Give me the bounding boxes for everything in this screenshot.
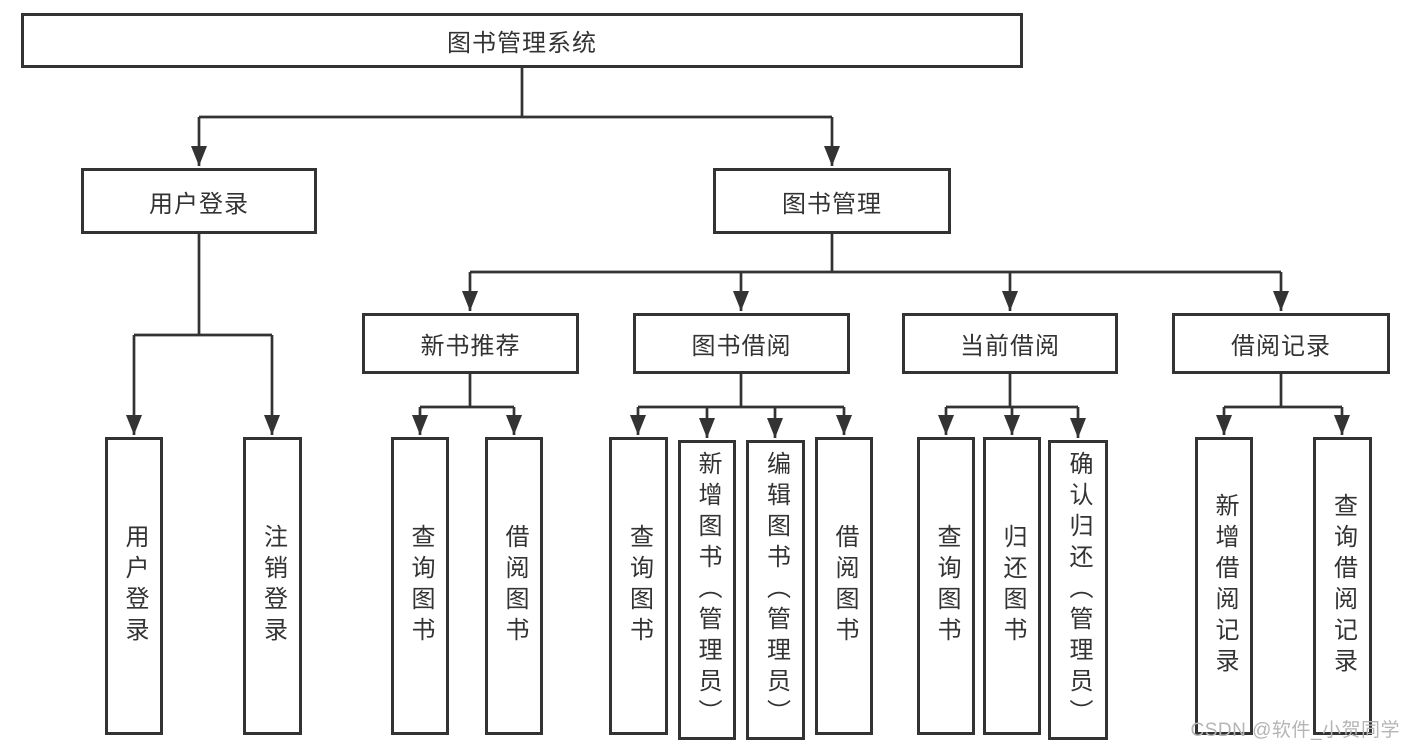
leaf-recommend-borrow-books: 借阅图书	[485, 437, 543, 735]
node-label: 借阅记录	[1231, 333, 1331, 360]
node-label: 图书管理	[782, 190, 882, 218]
node-label: 当前借阅	[960, 333, 1060, 360]
node-user-login: 用户登录	[81, 168, 317, 234]
node-label: 注销登录	[259, 524, 287, 648]
node-new-book-recommend: 新书推荐	[362, 313, 579, 374]
csdn-watermark: CSDN @软件_小贺同学	[1190, 720, 1400, 741]
leaf-query-borrow-record: 查询借阅记录	[1313, 437, 1372, 735]
node-book-borrowing: 图书借阅	[633, 313, 850, 374]
leaf-current-query-books: 查询图书	[917, 437, 975, 735]
leaf-logout: 注销登录	[243, 437, 302, 735]
node-label: 归还图书	[999, 524, 1026, 648]
node-label: 查询图书	[625, 524, 653, 648]
leaf-add-borrow-record: 新增借阅记录	[1195, 437, 1253, 735]
leaf-user-login: 用户登录	[105, 437, 163, 735]
node-label: 编辑图书（管理员）	[762, 450, 790, 730]
leaf-add-books-admin: 新增图书（管理员）	[678, 440, 736, 740]
leaf-return-books: 归还图书	[983, 437, 1041, 735]
node-label: 图书借阅	[691, 333, 792, 360]
node-label: 新增图书（管理员）	[694, 450, 721, 730]
node-label: 借阅图书	[831, 524, 858, 648]
node-label: 新书推荐	[420, 333, 521, 360]
leaf-borrow-query-books: 查询图书	[609, 437, 668, 735]
node-label: 用户登录	[149, 190, 249, 218]
leaf-edit-books-admin: 编辑图书（管理员）	[746, 440, 805, 740]
node-current-borrowing: 当前借阅	[902, 313, 1118, 374]
node-label: 图书管理系统	[447, 30, 597, 57]
node-borrowing-records: 借阅记录	[1172, 313, 1390, 374]
node-label: 查询借阅记录	[1329, 493, 1357, 679]
node-label: 确认归还（管理员）	[1065, 450, 1092, 730]
node-label: 用户登录	[121, 524, 148, 648]
node-library-management-system: 图书管理系统	[21, 13, 1023, 68]
node-label: 借阅图书	[501, 524, 528, 648]
tree-bus-lines	[134, 68, 1342, 409]
node-book-management: 图书管理	[713, 168, 951, 234]
node-label: 新增借阅记录	[1211, 493, 1238, 679]
leaf-confirm-return-admin: 确认归还（管理员）	[1048, 440, 1108, 740]
node-label: 查询图书	[933, 524, 960, 648]
leaf-recommend-query-books: 查询图书	[391, 437, 449, 735]
node-label: 查询图书	[407, 524, 434, 648]
leaf-borrow-books: 借阅图书	[815, 437, 873, 735]
